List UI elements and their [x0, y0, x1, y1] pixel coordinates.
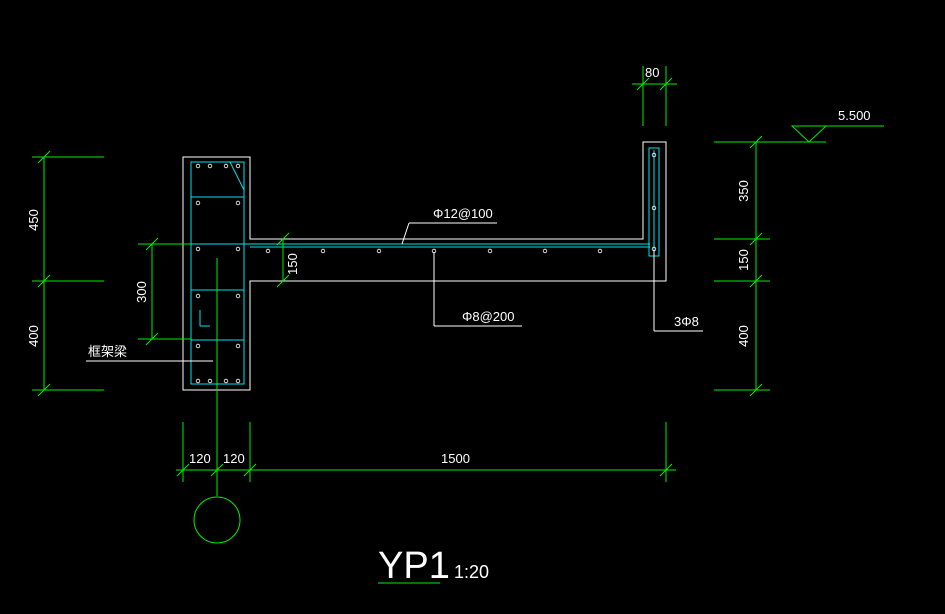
dim-text-80: 80: [645, 65, 659, 80]
dim-text-400-right: 400: [736, 325, 751, 347]
rebar-dot: [235, 163, 241, 169]
rebar-dot: [195, 293, 201, 299]
dim-text-450: 450: [26, 209, 41, 231]
dim-tick: [37, 150, 51, 164]
annotation-texts: 80 450 400 300 150 350 150 400 120 120 1…: [26, 65, 871, 587]
dim-text-120-a: 120: [189, 451, 211, 466]
rebar-dot: [195, 343, 201, 349]
rebar-dot: [235, 293, 241, 299]
frame-beam-label: 框架梁: [88, 344, 127, 359]
curb-rebar-label: 3Φ8: [674, 314, 699, 329]
dim-text-350: 350: [736, 180, 751, 202]
dim-tick: [749, 232, 763, 246]
dim-tick: [37, 383, 51, 397]
dim-text-1500: 1500: [441, 451, 470, 466]
dim-tick: [636, 77, 650, 91]
rebar-dot: [320, 248, 326, 254]
rebar-dot: [265, 248, 271, 254]
dim-text-300: 300: [134, 281, 149, 303]
section-outline: [182, 141, 667, 391]
elevation-text: 5.500: [838, 108, 871, 123]
dim-tick: [176, 463, 190, 477]
rebar-dot: [195, 200, 201, 206]
dim-tick: [659, 463, 673, 477]
elevation-triangle: [790, 125, 828, 143]
rebar-dot: [235, 200, 241, 206]
rebar-dot: [487, 248, 493, 254]
rebar-dot: [651, 152, 657, 158]
rebar-dot: [207, 378, 213, 384]
drawing-title: YP1: [378, 545, 450, 587]
dim-tick: [749, 274, 763, 288]
rebar-dot: [195, 163, 201, 169]
dim-tick: [276, 232, 290, 246]
rebar-dot: [376, 248, 382, 254]
dim-text-150-right: 150: [736, 249, 751, 271]
rebar-dot: [223, 378, 229, 384]
axis-bubble: [193, 496, 241, 544]
dimension-lines: [32, 66, 884, 584]
rebar-dot: [207, 163, 213, 169]
rebar-dot: [597, 248, 603, 254]
dim-tick: [145, 237, 159, 251]
rebar-dots: [195, 152, 657, 384]
dist-rebar-label: Φ8@200: [462, 309, 515, 324]
dim-tick: [243, 463, 257, 477]
dim-tick: [276, 274, 290, 288]
dim-tick: [749, 383, 763, 397]
dim-text-120-b: 120: [223, 451, 245, 466]
leader-lines: [86, 222, 703, 362]
leader-top-rebar-vert: [401, 222, 410, 245]
rebar-dot: [195, 378, 201, 384]
top-rebar-label: Φ12@100: [433, 206, 493, 221]
beam-diagonal: [229, 161, 245, 191]
dim-text-150-mid: 150: [285, 253, 300, 275]
dim-text-400-left: 400: [26, 325, 41, 347]
rebar-dot: [235, 378, 241, 384]
concrete-outline: [182, 141, 667, 391]
rebar-dot: [195, 246, 201, 252]
beam-reinforcement: [190, 147, 660, 385]
drawing-scale: 1:20: [454, 562, 489, 582]
rebar-dot: [235, 246, 241, 252]
dim-tick: [37, 274, 51, 288]
rebar-dot: [223, 163, 229, 169]
rebar-dot: [542, 248, 548, 254]
dim-tick: [659, 77, 673, 91]
rebar-dot: [651, 205, 657, 211]
rebar-dot: [235, 343, 241, 349]
dim-tick: [145, 332, 159, 346]
